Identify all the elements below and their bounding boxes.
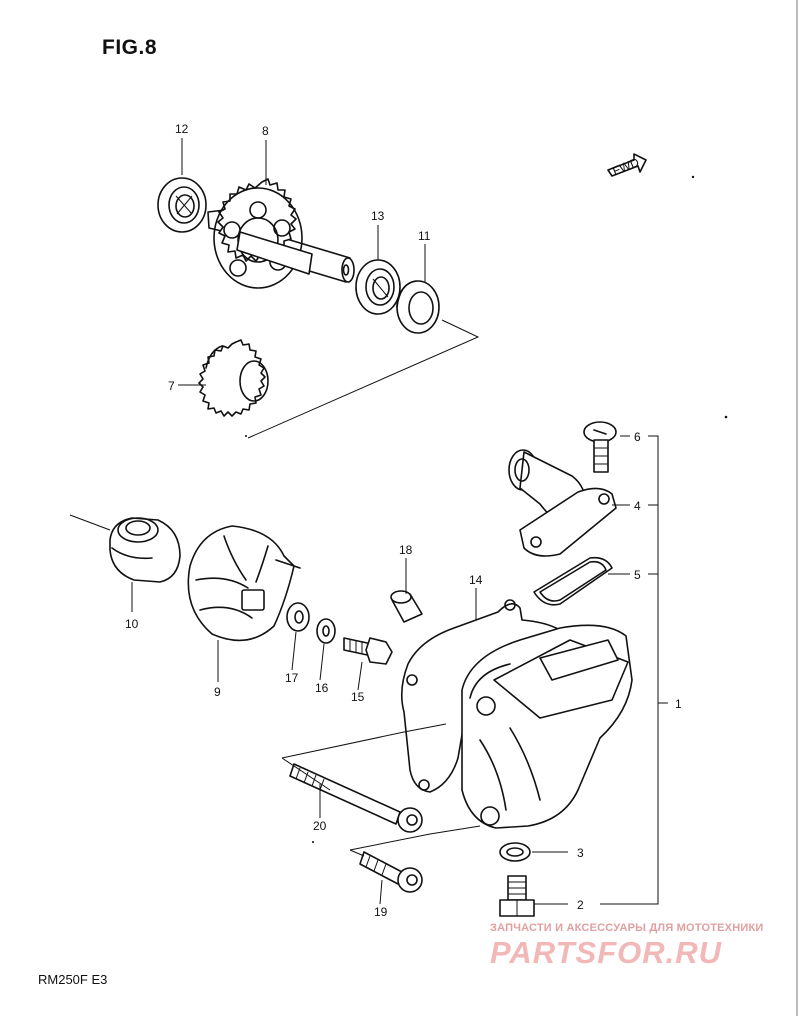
watermark-tagline: ЗАПЧАСТИ И АКСЕССУАРЫ ДЛЯ МОТОТЕХНИКИ bbox=[490, 922, 764, 934]
figure-title: FIG.8 bbox=[102, 36, 158, 59]
callout-16: 16 bbox=[315, 681, 329, 695]
part-5-gasket bbox=[533, 556, 613, 606]
part-13-bearing bbox=[355, 259, 401, 315]
part-19-bolt bbox=[359, 851, 423, 893]
callout-19: 19 bbox=[374, 905, 388, 919]
part-15-bolt bbox=[343, 637, 393, 665]
callout-5: 5 bbox=[634, 568, 641, 582]
callout-11: 11 bbox=[418, 229, 431, 243]
callout-1: 1 bbox=[675, 697, 682, 711]
part-10-mechanical-seal bbox=[109, 517, 181, 583]
part-7-pump-drive-gear bbox=[198, 339, 269, 417]
callout-9: 9 bbox=[214, 685, 221, 699]
callout-14: 14 bbox=[469, 573, 483, 587]
part-8-impeller-shaft-gear bbox=[207, 178, 355, 289]
callout-2: 2 bbox=[577, 898, 584, 912]
leader-lines bbox=[131, 138, 668, 905]
model-code: RM250F E3 bbox=[38, 972, 108, 987]
part-4-inlet-elbow bbox=[508, 449, 617, 557]
part-18-dowel-pin bbox=[390, 590, 423, 623]
callout-4: 4 bbox=[634, 499, 641, 513]
part-6-screw bbox=[583, 421, 617, 473]
callout-17: 17 bbox=[285, 671, 299, 685]
callout-15: 15 bbox=[351, 690, 365, 704]
fwd-label: FWD bbox=[611, 155, 642, 178]
callout-numbers: 1 2 3 4 5 6 7 8 9 10 11 12 13 14 15 16 1… bbox=[125, 122, 682, 919]
part-20-long-bolt bbox=[289, 763, 423, 833]
part-17-washer bbox=[286, 602, 310, 632]
part-16-washer bbox=[316, 618, 336, 644]
callout-10: 10 bbox=[125, 617, 139, 631]
callout-6: 6 bbox=[634, 430, 641, 444]
callout-20: 20 bbox=[313, 819, 327, 833]
part-9-impeller bbox=[187, 525, 301, 642]
watermark-logo: PARTSFOR.RU bbox=[490, 935, 723, 970]
part-1-water-pump-cover bbox=[461, 624, 633, 829]
callout-13: 13 bbox=[371, 209, 385, 223]
right-edge-border bbox=[796, 0, 798, 1016]
part-2-drain-bolt bbox=[499, 875, 535, 917]
part-12-bearing bbox=[157, 177, 207, 233]
callout-3: 3 bbox=[577, 846, 584, 860]
forward-arrow-icon bbox=[607, 153, 647, 177]
callout-18: 18 bbox=[399, 543, 413, 557]
part-11-oil-seal bbox=[396, 280, 440, 334]
callout-7: 7 bbox=[168, 379, 175, 393]
callout-8: 8 bbox=[262, 124, 269, 138]
part-3-washer bbox=[499, 842, 531, 862]
callout-12: 12 bbox=[175, 122, 189, 136]
